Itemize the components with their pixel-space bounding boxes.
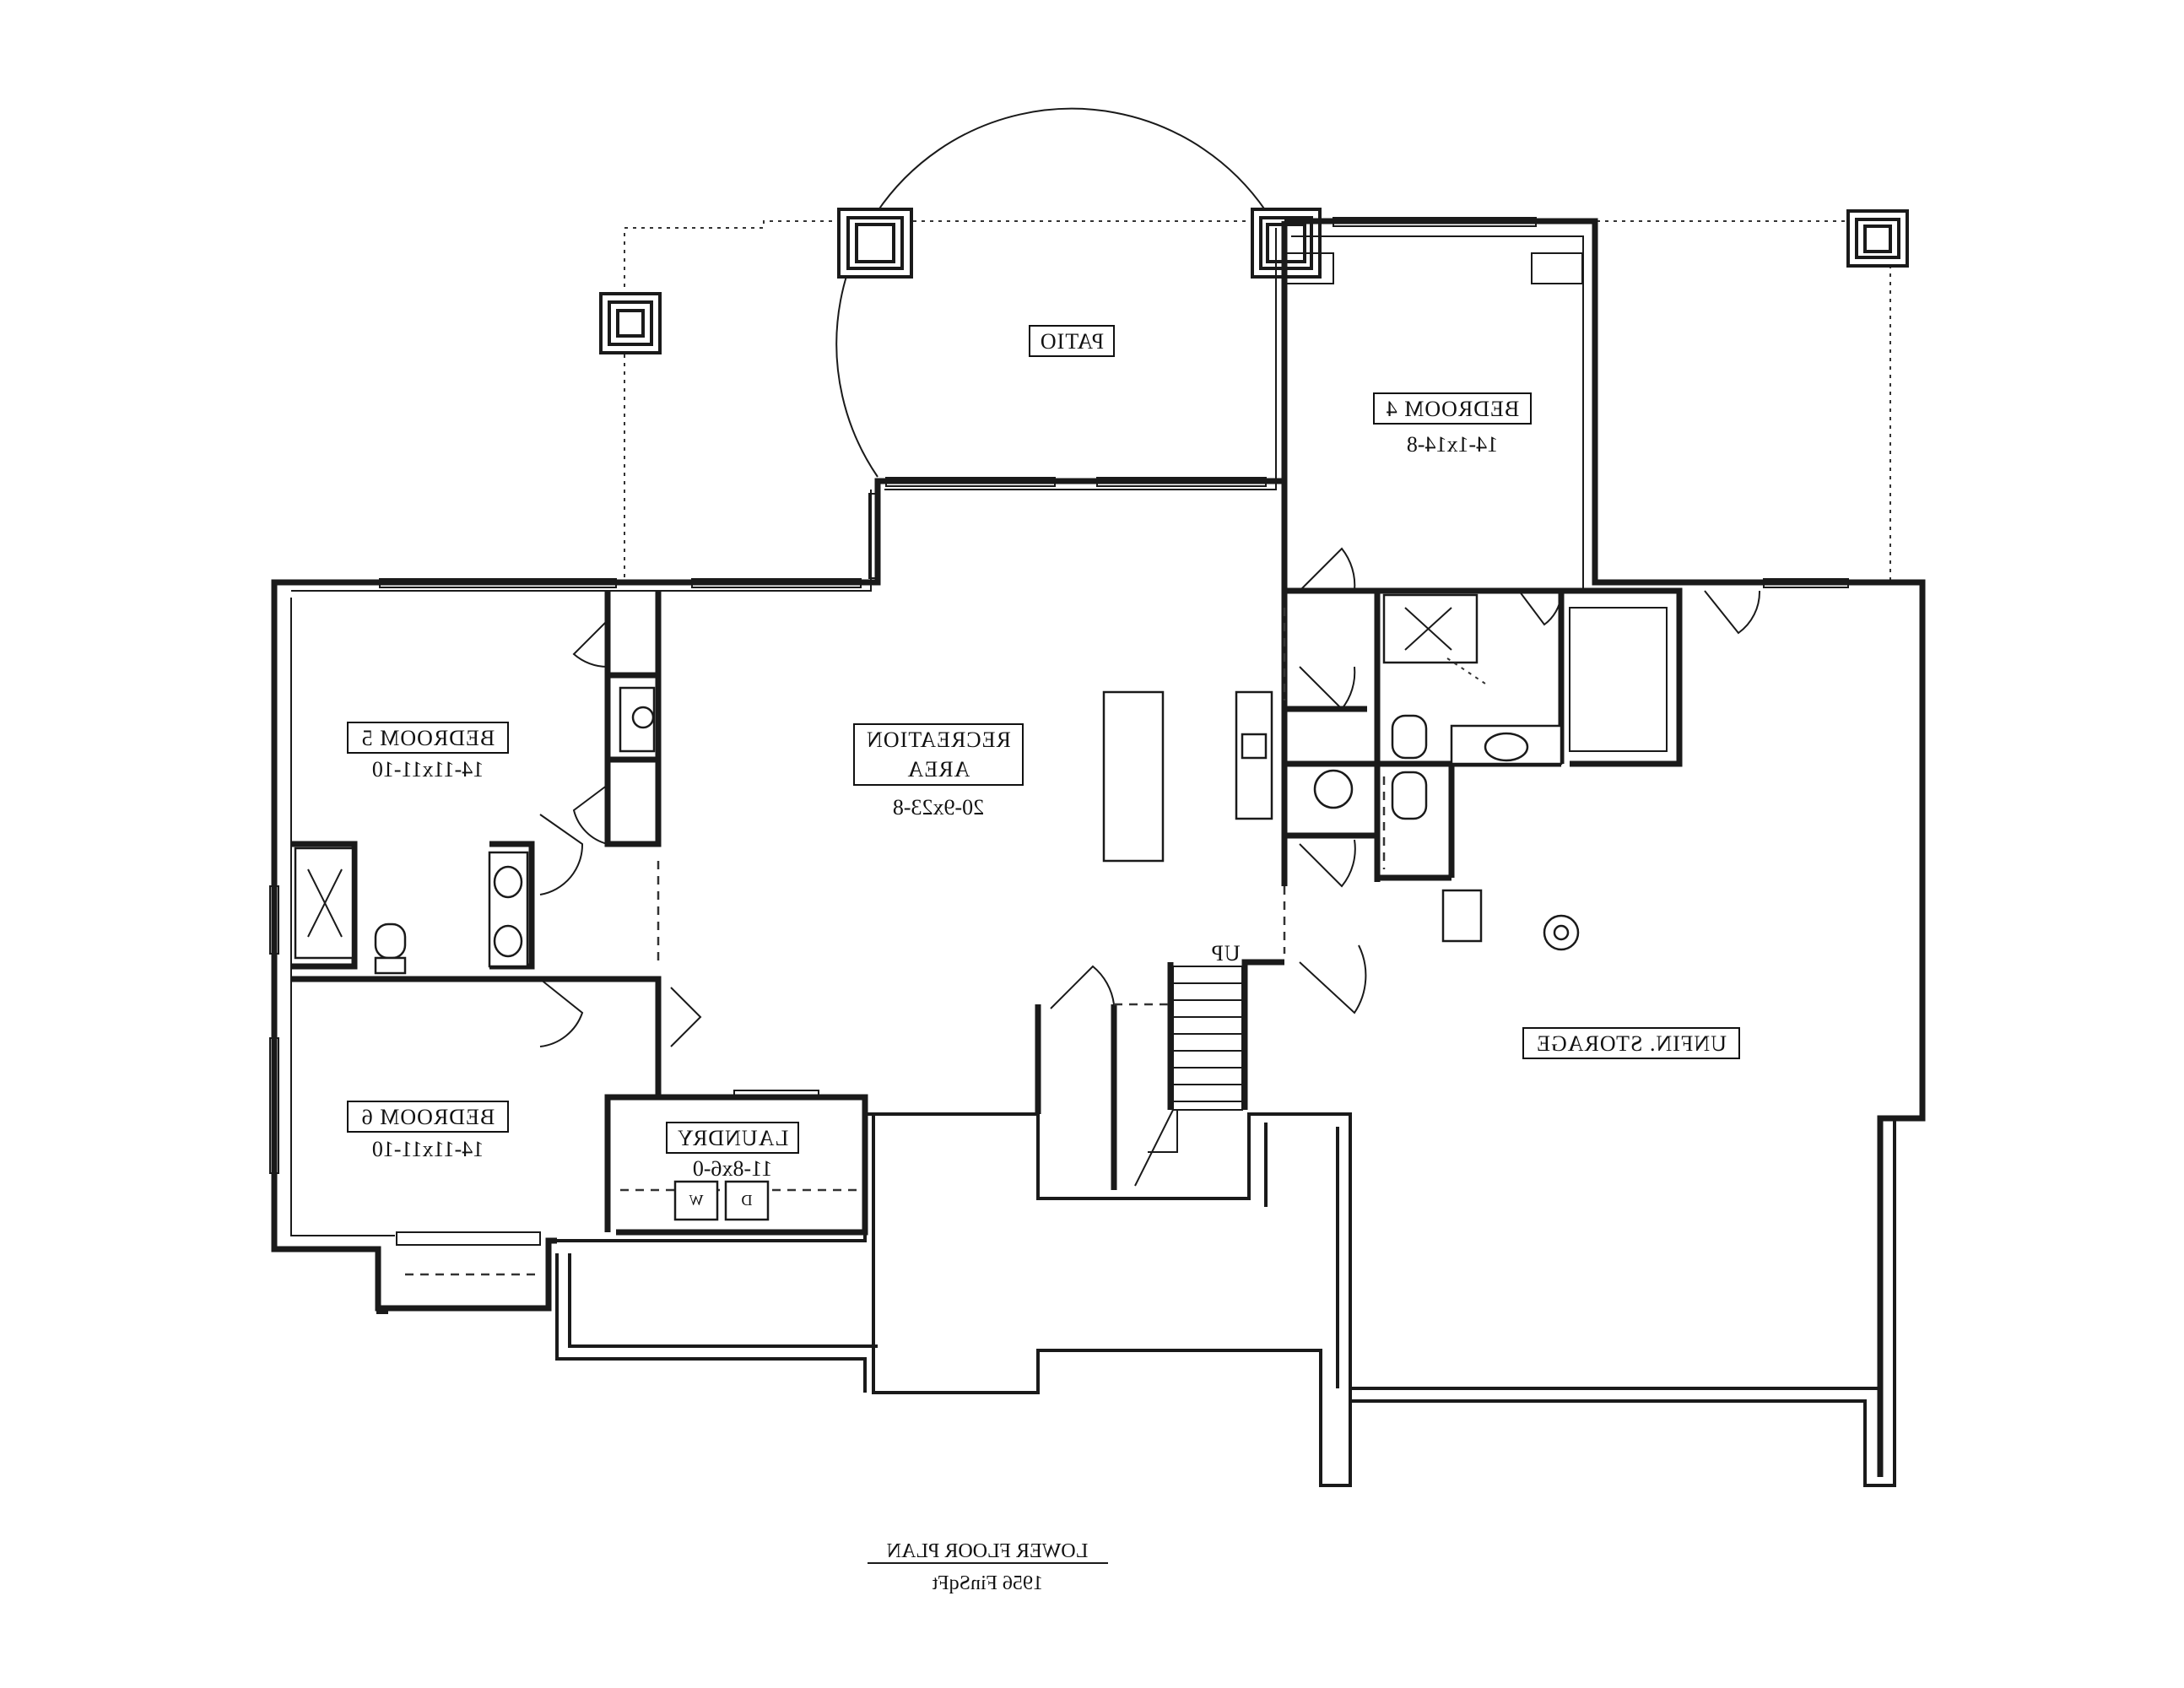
bedroom6-label: BEDROOM 6 14-11x11-10	[347, 1101, 509, 1161]
column-4	[1846, 209, 1909, 268]
plan-title-block: LOWER FLOOR PLAN 1956 FinSqFt	[868, 1540, 1108, 1594]
bedroom5-dims: 14-11x11-10	[372, 757, 484, 782]
patio-name: PATIO	[1040, 329, 1104, 354]
stair-up-label: UP	[1210, 941, 1240, 966]
laundry-dims: 11-8x6-0	[693, 1156, 772, 1181]
patio-columns	[599, 208, 1909, 354]
bedroom4-name: BEDROOM 4	[1386, 397, 1520, 421]
exterior-walls	[271, 218, 1926, 1477]
plan-subtitle: 1956 FinSqFt	[932, 1572, 1043, 1594]
recreation-name-line1: RECREATION	[866, 728, 1011, 752]
laundry-name: LAUNDRY	[677, 1126, 789, 1150]
stairs	[1114, 966, 1243, 1187]
laundry-label: LAUNDRY 11-8x6-0	[666, 1122, 799, 1181]
dryer-label: D	[742, 1192, 753, 1209]
bedroom4-label: BEDROOM 4 14-1x14-8	[1373, 392, 1532, 457]
column-2	[837, 208, 913, 279]
washer-label: W	[689, 1192, 704, 1209]
bedroom6-name: BEDROOM 6	[361, 1105, 495, 1129]
storage-label: UNFIN. STORAGE	[1522, 1027, 1740, 1059]
appliance-labels: W D	[689, 1192, 753, 1209]
doors	[539, 547, 1761, 1047]
column-1	[599, 292, 662, 354]
bedroom5-name: BEDROOM 5	[361, 726, 495, 750]
patio-arc	[835, 107, 1267, 478]
patio-label: PATIO	[1029, 325, 1115, 357]
bedroom5-label: BEDROOM 5 14-11x11-10	[347, 722, 509, 782]
fixtures	[294, 593, 1668, 1221]
recreation-name-line2: AREA	[907, 757, 970, 782]
recreation-dims: 20-9x23-8	[893, 795, 984, 820]
bedroom6-dims: 14-11x11-10	[372, 1137, 484, 1161]
stair-label: UP	[1210, 941, 1240, 966]
plan-title: LOWER FLOOR PLAN	[887, 1540, 1089, 1562]
storage-name: UNFIN. STORAGE	[1536, 1031, 1727, 1056]
recreation-label: RECREATION AREA 20-9x23-8	[853, 723, 1024, 820]
windows	[269, 217, 1849, 1276]
bedroom4-dims: 14-1x14-8	[1407, 432, 1498, 457]
